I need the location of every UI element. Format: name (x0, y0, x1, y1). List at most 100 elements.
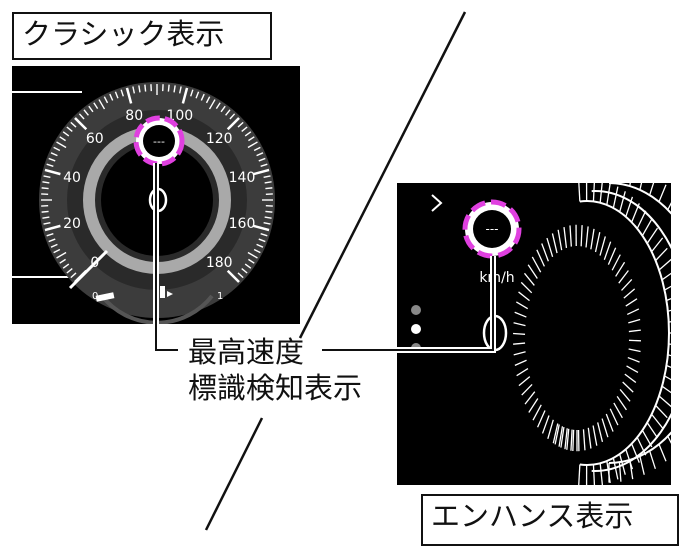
speed-tick (195, 91, 200, 99)
speed-tick (241, 268, 248, 274)
ring-tick-inner (570, 429, 573, 451)
ring-tick-outer (636, 437, 647, 456)
speed-tick (46, 233, 54, 237)
ring-tick-inner (527, 264, 538, 279)
speed-tick (93, 102, 99, 109)
ring-tick-outer (636, 210, 647, 229)
divider-line-lower (204, 417, 264, 531)
page-dot-3 (411, 343, 421, 353)
ring-tick-inner (601, 418, 609, 438)
ring-tick-outer (619, 191, 626, 213)
speed-tick (258, 157, 266, 162)
speed-tick (120, 89, 124, 97)
ring-tick-outer (658, 258, 671, 271)
ring-tick-outer (651, 237, 664, 253)
speed-tick (78, 113, 85, 120)
speed-tick (229, 113, 236, 120)
ring-tick-inner (513, 351, 526, 356)
ring-tick-outer (667, 354, 671, 357)
ring-tick-inner (546, 237, 554, 257)
speed-tick (220, 105, 226, 113)
speed-tick (241, 126, 248, 132)
ring-band-3 (608, 183, 671, 464)
center-indicator-icon (482, 314, 508, 352)
ring-tick-outer (646, 422, 659, 439)
speed-tick (48, 157, 56, 162)
ring-tick-inner (518, 376, 531, 387)
speed-tick (59, 258, 66, 264)
speed-tick (215, 102, 221, 109)
enhance-gauge: --- km/h (411, 183, 671, 485)
ring-tick-inner (622, 381, 634, 393)
ring-tick-inner (528, 398, 539, 413)
speed-limit-value: --- (153, 135, 165, 148)
ring-tick-inner (557, 229, 563, 251)
ring-tick-inner (628, 348, 641, 353)
ring-tick-inner (618, 270, 629, 284)
speed-tick (167, 84, 170, 92)
speed-tick (263, 175, 271, 179)
speed-tick (208, 99, 216, 110)
ring-tick-inner (616, 396, 627, 411)
speed-tick (200, 93, 205, 101)
classic-display-label: クラシック表示 (12, 12, 272, 60)
speed-tick (53, 146, 61, 152)
speed-tick (205, 96, 211, 104)
ring-tick-inner (607, 247, 617, 265)
speed-tick (50, 152, 58, 157)
ring-tick-inner (603, 241, 612, 260)
speed-tick (42, 181, 50, 184)
ring-tick-inner (626, 365, 639, 374)
ring-tick-inner (605, 413, 614, 432)
ring-tick-inner (623, 288, 636, 299)
speed-tick (42, 216, 50, 219)
ring-tick-inner (628, 318, 641, 324)
speed-tick (59, 136, 66, 142)
speed-tick (253, 248, 261, 254)
speed-tick-label: 20 (63, 216, 81, 232)
speed-tick (264, 216, 272, 219)
speed-tick (74, 117, 88, 131)
ring-tick-outer (641, 429, 653, 448)
ring-tick-inner (621, 278, 633, 291)
ring-tick-inner (592, 425, 598, 446)
speed-tick (56, 251, 67, 259)
speed-needle (68, 249, 109, 290)
speed-tick (132, 86, 136, 94)
ring-tick-inner (572, 429, 575, 452)
enhance-display-panel: --- km/h (397, 183, 671, 485)
ring-tick-inner (627, 356, 640, 363)
ring-tick-inner (615, 261, 626, 277)
speed-tick (98, 99, 106, 110)
ring-tick-outer (606, 183, 611, 206)
ring-tick-outer (641, 218, 653, 237)
enhance-display-label: エンハンス表示 (421, 494, 679, 546)
speed-tick (103, 96, 109, 104)
speed-limit-sign-inner (143, 125, 175, 157)
ring-tick-inner (594, 232, 601, 253)
speed-tick (41, 210, 49, 213)
speed-tick (62, 131, 70, 137)
speed-tick (248, 136, 255, 142)
ring-tick-inner (513, 342, 526, 345)
ring-tick-outer (655, 404, 668, 419)
classic-display-panel: 020406080100120140160180 0 1 --- (12, 66, 300, 324)
ring-tick-outer (667, 309, 671, 312)
speed-tick (46, 163, 54, 167)
speed-tick (225, 109, 231, 116)
ring-tick-inner (551, 233, 558, 254)
ring-tick-outer (592, 464, 596, 485)
ring-tick-inner (558, 426, 564, 447)
ring-tick-outer (631, 203, 640, 223)
ring-tick-inner (590, 228, 595, 250)
speed-tick-label: 60 (86, 131, 104, 147)
ring-tick-inner (521, 383, 533, 396)
speed-tick (248, 258, 255, 264)
speed-tick-label: 160 (229, 216, 256, 232)
ring-tick-outer (625, 196, 634, 217)
ring-tick-inner (566, 428, 570, 450)
ring-tick-outer (661, 385, 671, 394)
ring-tick-rim (658, 184, 667, 203)
ring-tick-inner (626, 308, 640, 315)
ring-tick-inner (514, 311, 527, 318)
